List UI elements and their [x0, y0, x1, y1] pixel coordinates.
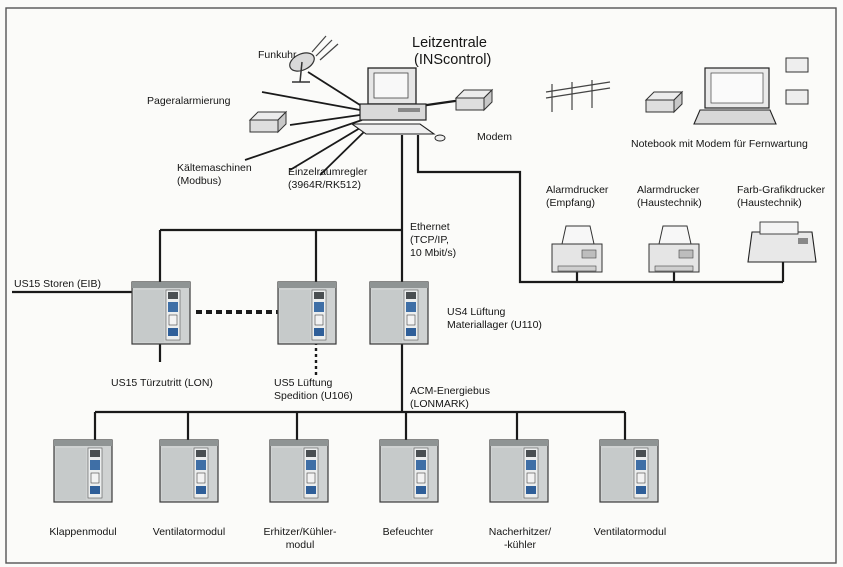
label-us15-tuer: US15 Türzutritt (LON): [111, 377, 213, 389]
satellite-dish-icon: [289, 35, 339, 83]
pcmcia-card-icon-bottom: [785, 89, 809, 105]
telephone-poles-icon: [545, 80, 611, 112]
cabinet-us15: [131, 281, 191, 345]
label-ethernet: Ethernet (TCP/IP, 10 Mbit/s): [410, 221, 457, 259]
central-title: Leitzentrale: [412, 35, 487, 51]
connection-lines: [12, 98, 785, 440]
label-funkuhr: Funkuhr: [258, 49, 297, 61]
central-subtitle: (INScontrol): [414, 52, 492, 68]
cabinet-module-1: [53, 439, 113, 503]
color-printer-icon: [747, 221, 817, 263]
label-module-4: Befeuchter: [382, 526, 434, 538]
label-notebook: Notebook mit Modem für Fernwartung: [631, 138, 808, 150]
cabinet-us5: [277, 281, 337, 345]
cabinet-module-2: [159, 439, 219, 503]
label-us4: US4 Lüftung Materiallager (U110): [447, 306, 542, 331]
label-printer-1: Alarmdrucker (Empfang): [546, 184, 609, 209]
label-printer-3: Farb-Grafikdrucker (Haustechnik): [737, 184, 826, 209]
label-einzelraum: Einzelraumregler (3964R/RK512): [288, 166, 368, 191]
pager-device-icon: [249, 111, 287, 133]
cabinet-module-3: [269, 439, 329, 503]
label-module-6: Ventilatormodul: [593, 526, 667, 538]
cabinet-module-4: [379, 439, 439, 503]
label-us5: US5 Lüftung Spedition (U106): [274, 377, 353, 402]
alarm-printer-reception-icon: [551, 225, 603, 273]
frame-border: [5, 7, 837, 564]
cabinet-us4: [369, 281, 429, 345]
notebook-modem-icon: [645, 91, 683, 113]
label-energiebus: ACM-Energiebus (LONMARK): [410, 385, 490, 410]
label-pager: Pageralarmierung: [147, 95, 231, 107]
alarm-printer-facility-icon: [648, 225, 700, 273]
label-module-2: Ventilatormodul: [152, 526, 226, 538]
label-kaelte: Kältemaschinen (Modbus): [177, 162, 252, 187]
label-module-3: Erhitzer/Kühler- modul: [263, 526, 337, 551]
cabinet-module-5: [489, 439, 549, 503]
label-modem: Modem: [477, 131, 513, 143]
modem-device-icon: [455, 89, 493, 111]
peripheral-spokes: [244, 71, 369, 176]
label-printer-2: Alarmdrucker (Haustechnik): [637, 184, 702, 209]
label-module-1: Klappenmodul: [49, 526, 117, 538]
pcmcia-card-icon-top: [785, 57, 809, 73]
central-computer-icon: [350, 67, 446, 142]
cabinet-module-6: [599, 439, 659, 503]
label-module-5: Nacherhitzer/ -kühler: [488, 526, 552, 551]
label-us15-storen: US15 Storen (EIB): [14, 278, 101, 290]
notebook-icon: [693, 67, 777, 125]
